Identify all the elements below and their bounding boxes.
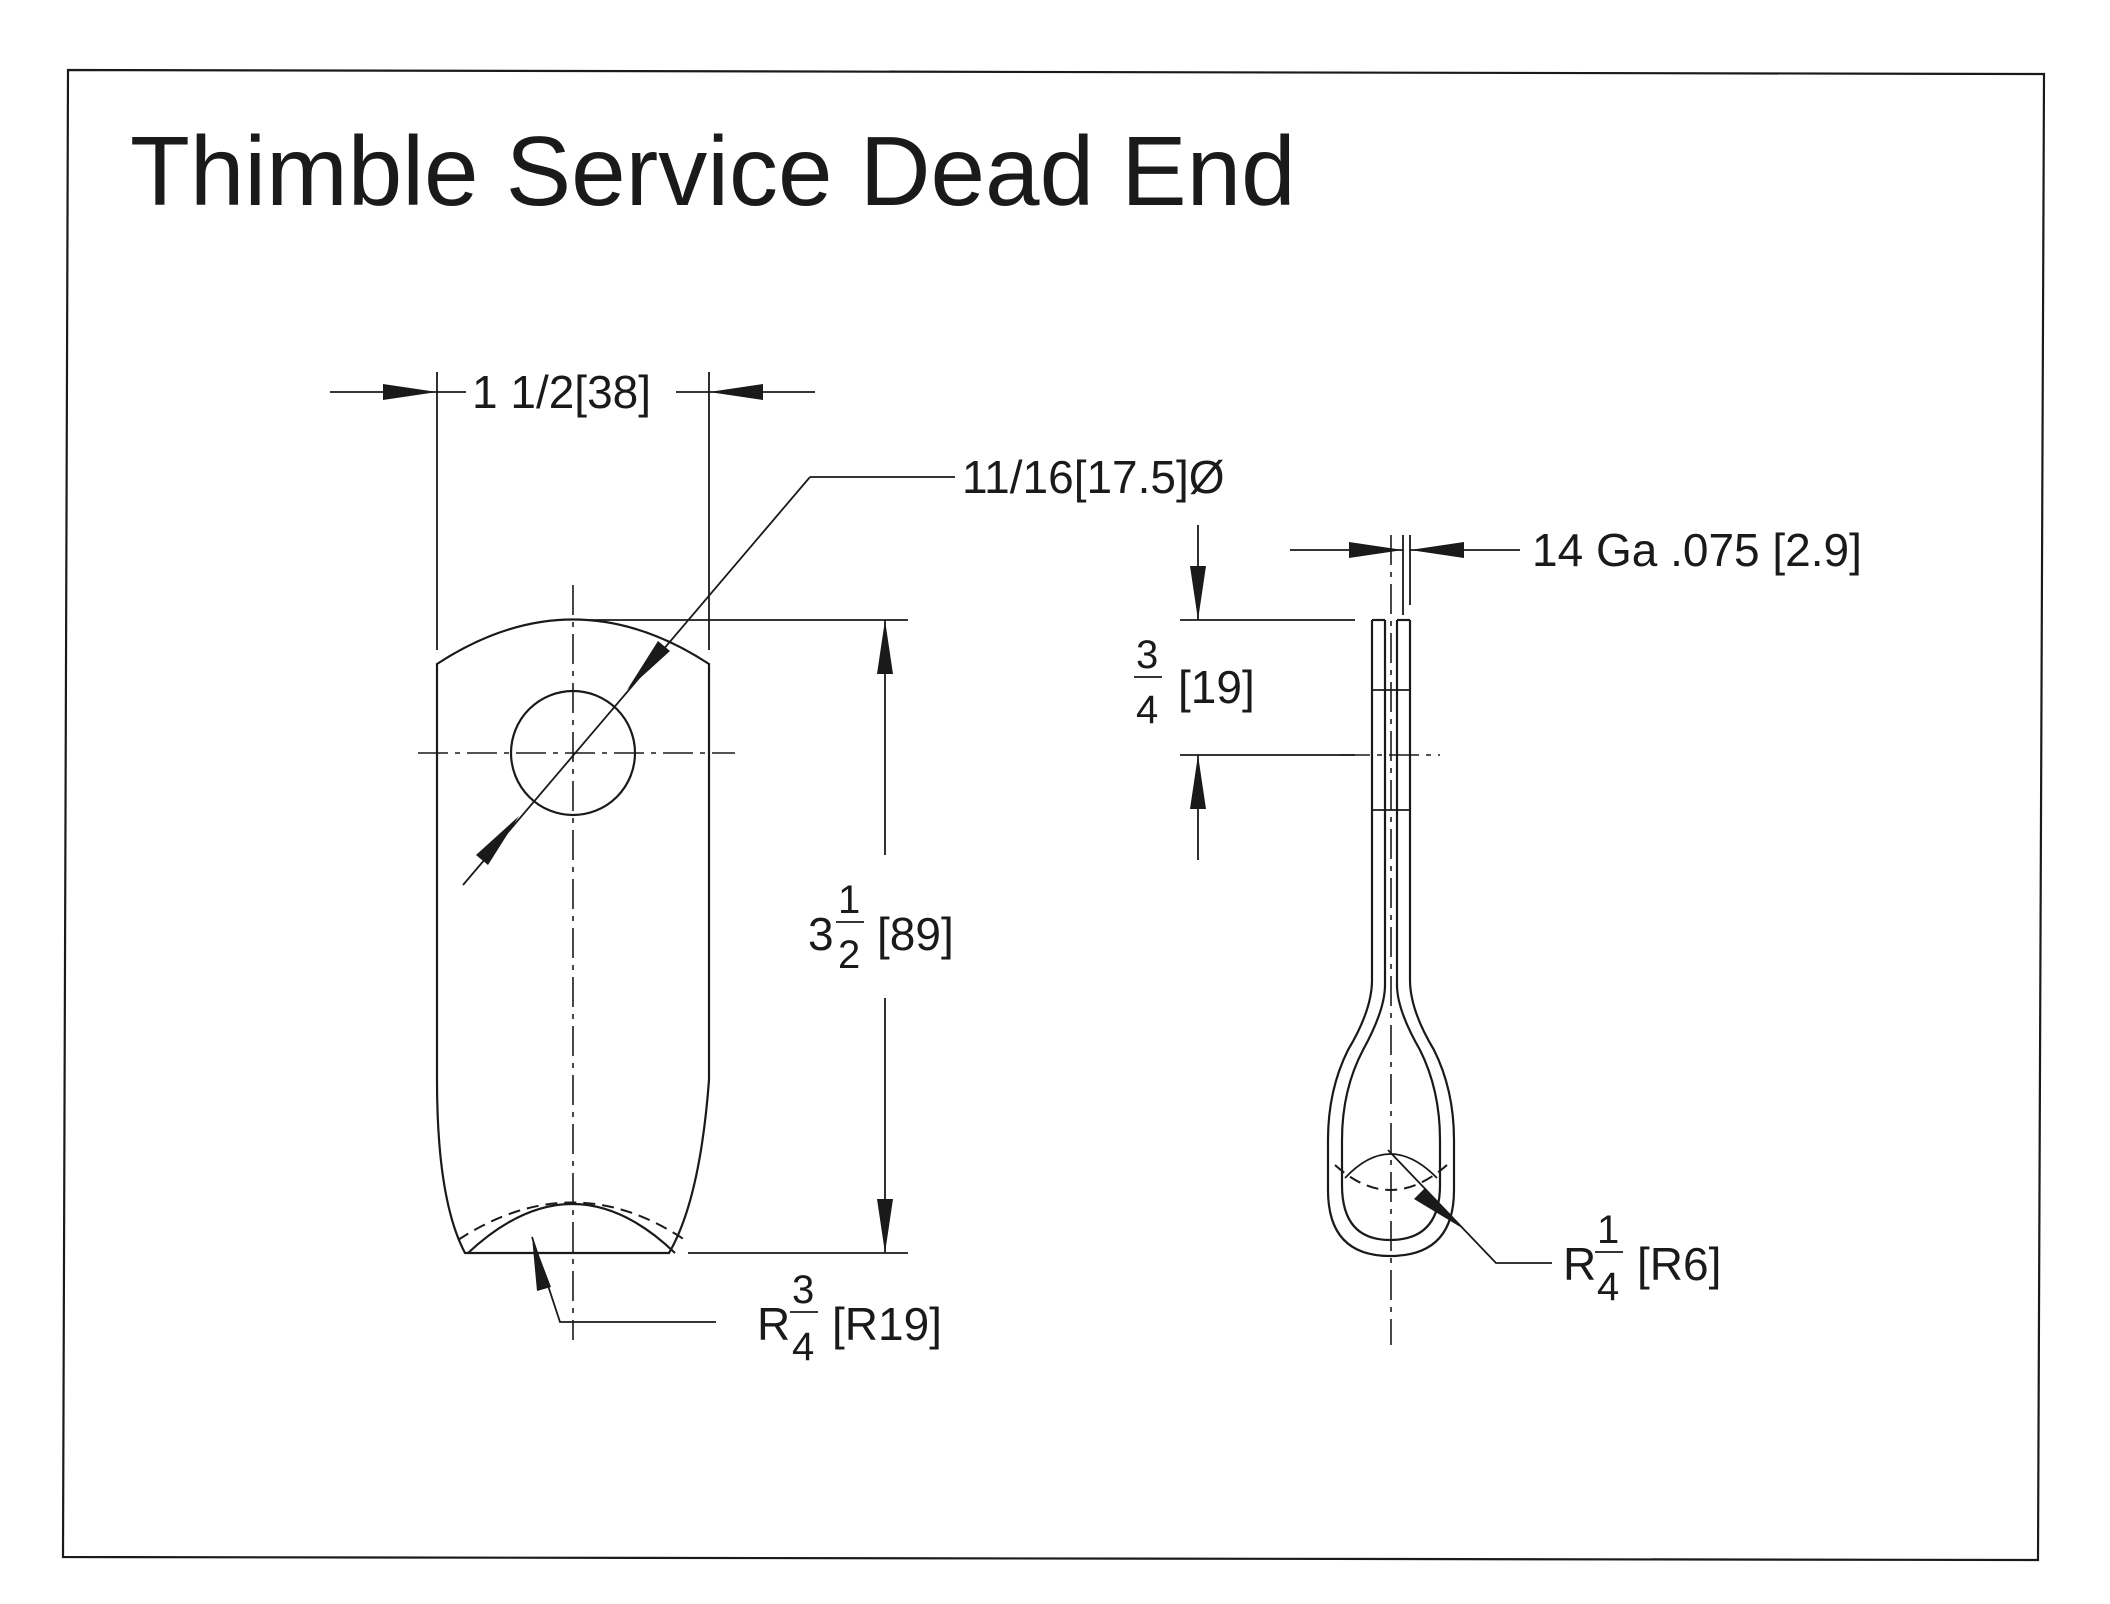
arrow-icon xyxy=(1190,755,1206,809)
hole-offset-denominator: 4 xyxy=(1136,688,1158,732)
arrow-icon xyxy=(1190,566,1206,620)
arrow-icon xyxy=(1414,1188,1462,1228)
arrow-icon xyxy=(383,384,437,400)
front-view xyxy=(418,585,735,1340)
end-radius-arc xyxy=(467,1203,676,1254)
drawing-title: Thimble Service Dead End xyxy=(130,116,1296,226)
end-radius-denominator: 4 xyxy=(792,1325,814,1369)
arrow-icon xyxy=(709,384,763,400)
drawing-border xyxy=(61,68,2046,1562)
loop-inner-arc xyxy=(1344,1153,1438,1179)
end-radius-suffix: [R19] xyxy=(832,1298,942,1350)
length-whole: 3 xyxy=(808,908,834,960)
width-dimension: 1 1/2[38] xyxy=(330,366,815,650)
thickness-dimension: 14 Ga .075 [2.9] xyxy=(1290,524,1862,615)
arrow-icon xyxy=(627,641,670,690)
length-denominator: 2 xyxy=(838,933,860,977)
end-radius-prefix: R xyxy=(757,1298,790,1350)
width-label: 1 1/2[38] xyxy=(472,366,651,418)
thickness-label: 14 Ga .075 [2.9] xyxy=(1532,524,1862,576)
arrow-icon xyxy=(877,1199,893,1253)
bend-radius-dimension: R 1 4 [R6] xyxy=(1387,1149,1721,1309)
arrow-icon xyxy=(532,1237,551,1291)
end-radius-numerator: 3 xyxy=(792,1268,814,1312)
thimble-inner-profile xyxy=(1340,620,1442,1242)
hole-diameter-dimension: 11/16[17.5]Ø xyxy=(462,451,1225,886)
hole-offset-dimension: 3 4 [19] xyxy=(1134,525,1355,860)
bend-radius-numerator: 1 xyxy=(1597,1208,1619,1252)
bend-radius-prefix: R xyxy=(1563,1238,1596,1290)
bend-radius-suffix: [R6] xyxy=(1637,1238,1721,1290)
arrow-icon xyxy=(877,620,893,674)
length-numerator: 1 xyxy=(838,878,860,922)
hole-offset-numerator: 3 xyxy=(1136,633,1158,677)
arrow-icon xyxy=(1410,542,1464,558)
thimble-outer-profile xyxy=(1326,620,1456,1258)
side-view xyxy=(1326,535,1456,1345)
hole-offset-suffix: [19] xyxy=(1178,661,1255,713)
bend-radius-denominator: 4 xyxy=(1597,1265,1619,1309)
hole-diameter-label: 11/16[17.5]Ø xyxy=(962,451,1225,503)
arrow-icon xyxy=(476,816,519,865)
plate-outline xyxy=(435,618,711,1255)
end-radius-dimension: R 3 4 [R19] xyxy=(531,1236,942,1369)
length-dimension: 3 1 2 [89] xyxy=(585,619,954,1254)
length-suffix: [89] xyxy=(877,908,954,960)
arrow-icon xyxy=(1349,542,1403,558)
